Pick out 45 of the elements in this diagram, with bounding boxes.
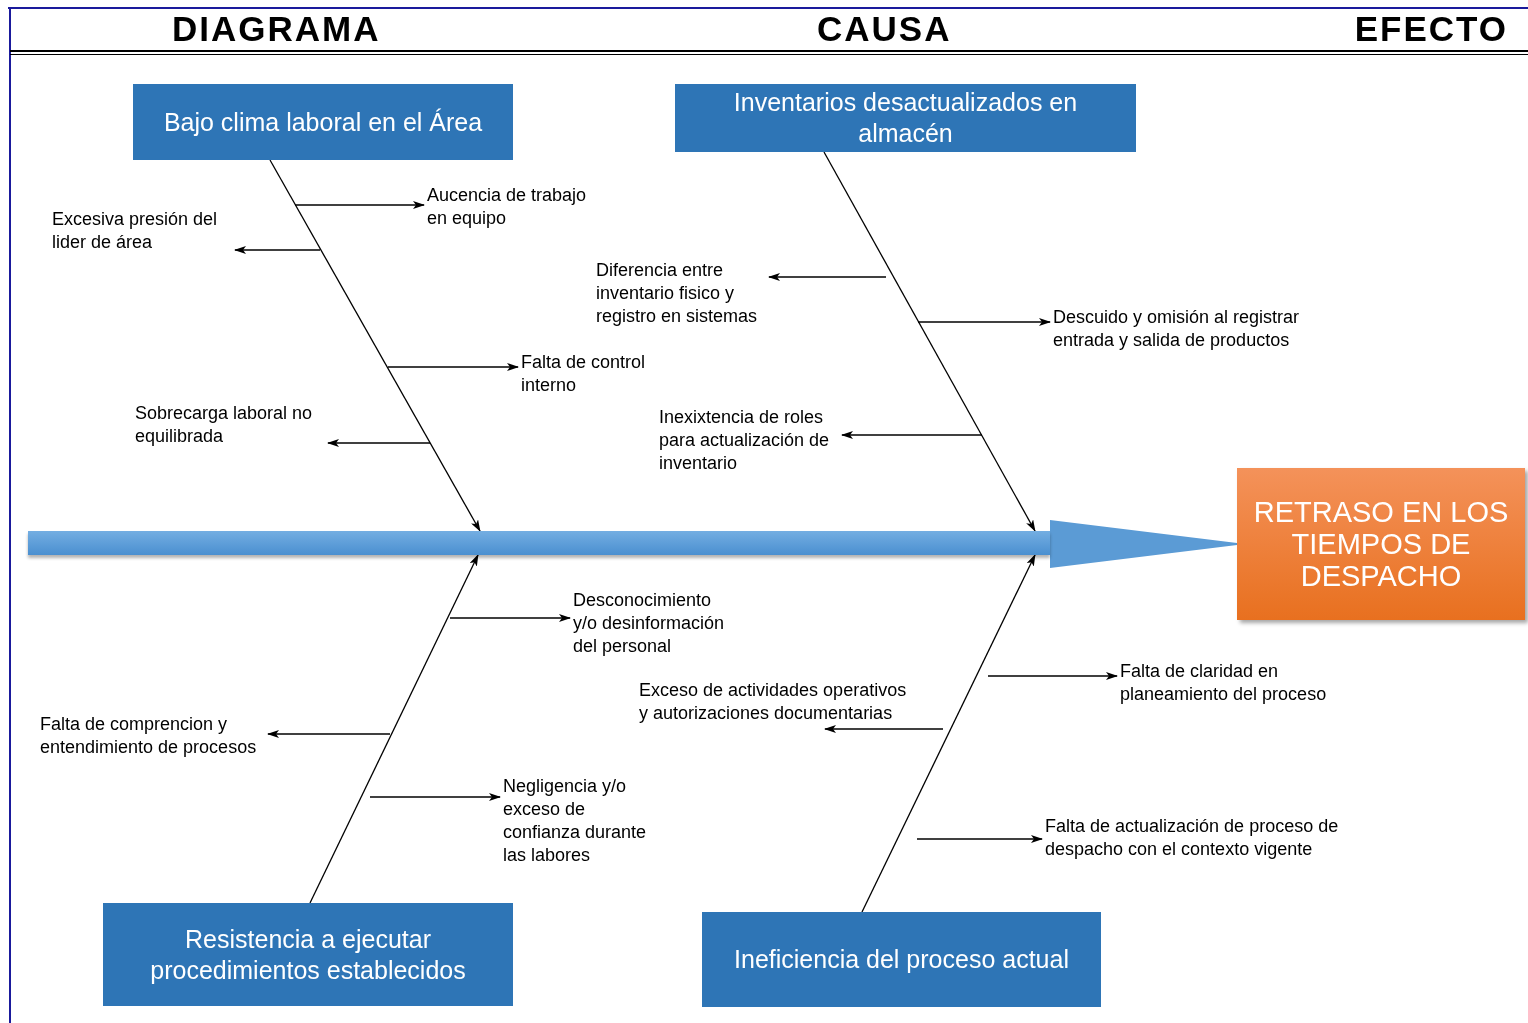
sub-cause-text: Excesiva presión del lider de área bbox=[52, 208, 232, 254]
sub-cause-text: Falta de comprencion y entendimiento de procesos bbox=[40, 713, 265, 759]
cause-label: Bajo clima laboral en el Área bbox=[163, 106, 483, 138]
cause-box bbox=[675, 84, 1136, 152]
arrow bbox=[917, 318, 1051, 326]
sub-cause-text: Falta de claridad en planeamiento del proceso bbox=[1120, 660, 1335, 706]
arrow bbox=[987, 672, 1118, 680]
sub-cause-text: Diferencia entre inventario fisico y registro en sistemas bbox=[596, 259, 766, 328]
sub-cause-text: Desconocimiento y/o desinformación del personal bbox=[573, 589, 731, 658]
arrow bbox=[768, 273, 887, 281]
cause-box bbox=[103, 903, 513, 1006]
header-label: CAUSA bbox=[817, 8, 952, 50]
sub-cause-text: Sobrecarga laboral no equilibrada bbox=[135, 402, 325, 448]
arrow bbox=[267, 730, 391, 738]
header-label: EFECTO bbox=[1354, 8, 1508, 50]
cause-label: Ineficiencia del proceso actual bbox=[734, 944, 1069, 975]
arrow bbox=[861, 554, 1036, 913]
cause-label: Inventarios desactualizados en almacén bbox=[732, 87, 1079, 149]
arrow bbox=[369, 793, 501, 801]
arrow bbox=[824, 725, 944, 733]
arrow bbox=[449, 614, 571, 622]
effect-label: RETRASO EN LOS TIEMPOS DE DESPACHO bbox=[1252, 496, 1510, 592]
arrow bbox=[234, 246, 321, 254]
sub-cause-text: Aucencia de trabajo en equipo bbox=[427, 184, 597, 230]
effect-box bbox=[1237, 468, 1525, 620]
sub-cause-text: Inexixtencia de roles para actualización de inventario bbox=[659, 406, 839, 475]
header-label: DIAGRAMA bbox=[172, 8, 381, 50]
arrow bbox=[841, 431, 983, 439]
cause-label: Resistencia a ejecutar procedimientos establecidos bbox=[149, 923, 467, 986]
arrow bbox=[916, 835, 1043, 843]
arrow bbox=[823, 151, 1036, 532]
cause-box bbox=[702, 912, 1101, 1007]
sub-cause-text: Falta de control interno bbox=[521, 351, 661, 397]
arrow bbox=[327, 439, 431, 447]
spine-bar bbox=[28, 531, 1050, 555]
sub-cause-text: Falta de actualización de proceso de despacho con el contexto vigente bbox=[1045, 815, 1350, 861]
arrow bbox=[309, 554, 479, 904]
sub-cause-text: Exceso de actividades operativos y autorizaciones documentarias bbox=[639, 679, 913, 725]
sub-cause-text: Descuido y omisión al registrar entrada y salida de productos bbox=[1053, 306, 1313, 352]
main-arrow bbox=[1050, 520, 1237, 568]
cause-box bbox=[133, 84, 513, 160]
arrow bbox=[269, 159, 481, 532]
arrow bbox=[294, 201, 425, 209]
sub-cause-text: Negligencia y/o exceso de confianza durante las labores bbox=[503, 775, 658, 867]
arrow bbox=[387, 363, 519, 371]
